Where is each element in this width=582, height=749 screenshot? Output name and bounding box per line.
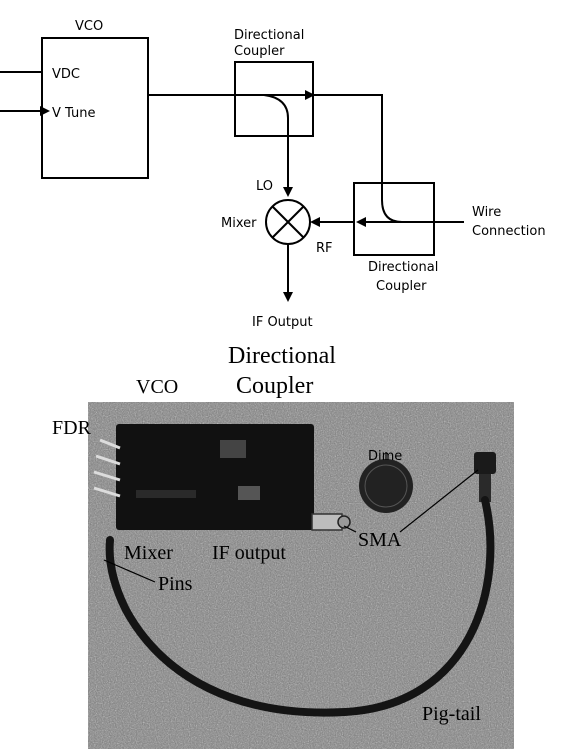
bottom-coupler-block bbox=[354, 183, 434, 255]
photo-dime-label: Dime bbox=[368, 449, 402, 464]
module-trace-2 bbox=[238, 486, 260, 500]
lo-label: LO bbox=[256, 179, 273, 194]
dime-coin bbox=[359, 459, 413, 513]
schematic-diagram: VCO VDC V Tune Directional Coupler LO Mi… bbox=[0, 19, 546, 330]
photo-pigtail-label: Pig-tail bbox=[422, 703, 481, 725]
wire-label-1: Wire bbox=[472, 205, 501, 220]
photo-pins-label: Pins bbox=[158, 573, 193, 595]
bottom-coupler-label-2: Coupler bbox=[376, 279, 427, 294]
module-board bbox=[116, 424, 314, 530]
wire-label-2: Connection bbox=[472, 224, 546, 239]
photo-vco-label: VCO bbox=[136, 376, 178, 398]
top-coupler-label-1: Directional bbox=[234, 28, 304, 43]
top-coupler-block bbox=[235, 62, 313, 136]
module-trace-1 bbox=[220, 440, 246, 458]
top-coupler-label-2: Coupler bbox=[234, 44, 285, 59]
photo-coupler-label-2: Coupler bbox=[236, 373, 313, 399]
mixer-label: Mixer bbox=[221, 216, 257, 231]
bottom-coupler-label-1: Directional bbox=[368, 260, 438, 275]
photo-fdr-label: FDR bbox=[52, 417, 92, 439]
vtune-label: V Tune bbox=[52, 106, 95, 121]
photo-sma-label: SMA bbox=[358, 529, 402, 551]
module-trace-3 bbox=[136, 490, 196, 498]
vdc-label: VDC bbox=[52, 67, 80, 82]
photo-mixer-label: Mixer bbox=[124, 542, 173, 564]
vco-label: VCO bbox=[75, 19, 103, 34]
module-photo: Directional Coupler VCO FDR Dime SMA Mix… bbox=[52, 343, 514, 749]
through-to-bottom-coupler-line bbox=[313, 95, 382, 183]
rf-label: RF bbox=[316, 241, 333, 256]
photo-if-output-label: IF output bbox=[212, 542, 286, 564]
mixer-symbol bbox=[266, 200, 310, 244]
photo-coupler-label-1: Directional bbox=[228, 343, 336, 369]
if-output-label: IF Output bbox=[252, 315, 313, 330]
